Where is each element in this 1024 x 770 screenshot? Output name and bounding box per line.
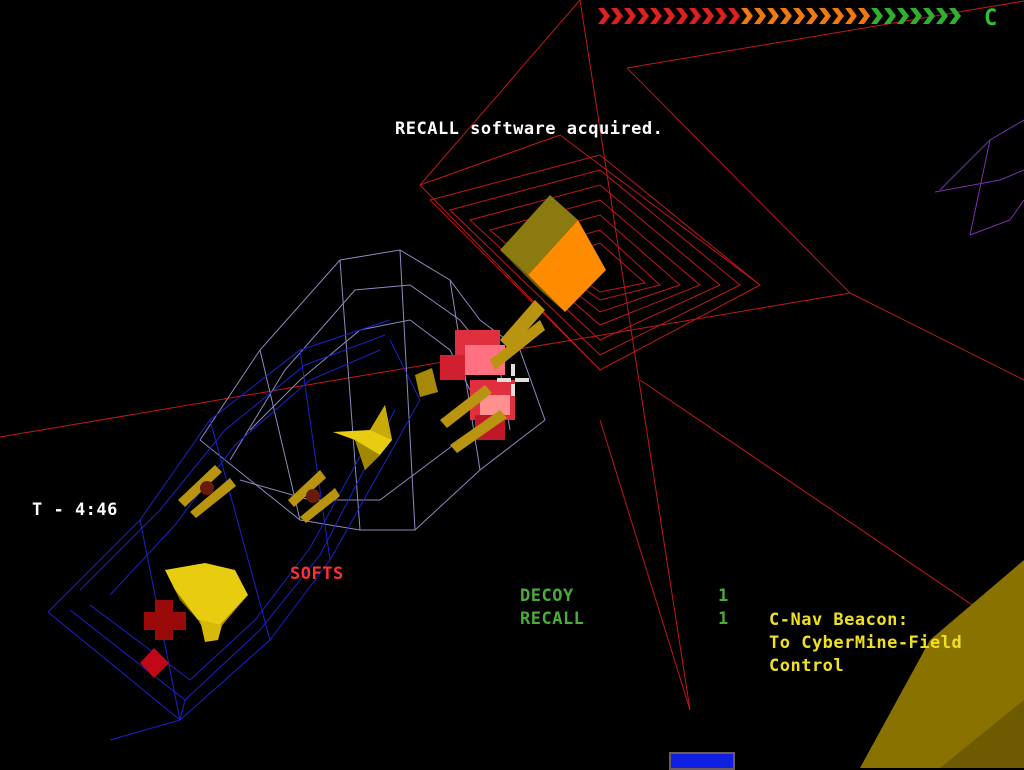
gold-spike-mine bbox=[333, 405, 392, 470]
health-chevron-segment bbox=[806, 8, 818, 24]
health-chevron-segment bbox=[793, 8, 805, 24]
nav-beacon-info: C-Nav Beacon: To CyberMine-Field Control bbox=[769, 609, 962, 678]
compass-bar bbox=[669, 752, 735, 770]
orange-data-cube bbox=[500, 195, 606, 312]
health-chevron-segment bbox=[858, 8, 870, 24]
health-chevron-segment bbox=[611, 8, 623, 24]
health-chevron-segment bbox=[676, 8, 688, 24]
gold-wall-shadow bbox=[940, 700, 1024, 768]
health-chevron-segment bbox=[949, 8, 961, 24]
health-chevron-segment bbox=[910, 8, 922, 24]
gold-mine-bars bbox=[415, 300, 545, 453]
health-chevron-segment bbox=[754, 8, 766, 24]
health-chevron-segment bbox=[819, 8, 831, 24]
health-chevron-segment bbox=[780, 8, 792, 24]
red-cross-pickup bbox=[144, 600, 186, 640]
health-chevron-segment bbox=[598, 8, 610, 24]
inventory-item[interactable]: RECALL 1 bbox=[520, 609, 740, 632]
countdown-timer: T - 4:46 bbox=[32, 500, 118, 520]
beacon-line: C-Nav Beacon: bbox=[769, 610, 909, 630]
crosshair-icon bbox=[497, 364, 529, 396]
health-chevron-segment bbox=[650, 8, 662, 24]
inventory-item[interactable]: DECOY 1 bbox=[520, 586, 740, 609]
inventory-item-count: 1 bbox=[718, 609, 729, 629]
health-chevron-segment bbox=[715, 8, 727, 24]
health-chevron-segment bbox=[767, 8, 779, 24]
gold-pyramid-node bbox=[165, 563, 248, 642]
health-chevron-segment bbox=[923, 8, 935, 24]
health-chevron-segment bbox=[689, 8, 701, 24]
beacon-line: To CyberMine-Field bbox=[769, 633, 963, 653]
health-chevron-segment bbox=[832, 8, 844, 24]
health-chevron-segment bbox=[845, 8, 857, 24]
gold-paddle-mines bbox=[178, 465, 340, 523]
gold-wall-segment bbox=[860, 560, 1024, 768]
health-chevron-segment bbox=[624, 8, 636, 24]
red-diamond-pickup bbox=[140, 648, 169, 678]
health-chevron-segment bbox=[728, 8, 740, 24]
mode-indicator: C bbox=[984, 6, 998, 31]
beacon-line: Control bbox=[769, 656, 845, 676]
inventory-item-name: RECALL bbox=[520, 609, 585, 629]
health-chevron-segment bbox=[871, 8, 883, 24]
health-chevron-segment bbox=[936, 8, 948, 24]
health-chevron-segment bbox=[702, 8, 714, 24]
status-message: RECALL software acquired. bbox=[395, 119, 664, 139]
inventory-item-name: DECOY bbox=[520, 586, 574, 606]
integrity-chevron-bar bbox=[598, 8, 961, 24]
inventory-item-count: 1 bbox=[718, 586, 729, 606]
softs-label: SOFTS bbox=[290, 564, 344, 584]
distant-node-wireframe bbox=[934, 119, 1024, 236]
health-chevron-segment bbox=[884, 8, 896, 24]
health-chevron-segment bbox=[663, 8, 675, 24]
health-chevron-segment bbox=[897, 8, 909, 24]
health-chevron-segment bbox=[741, 8, 753, 24]
health-chevron-segment bbox=[637, 8, 649, 24]
software-inventory: DECOY 1 RECALL 1 bbox=[520, 586, 740, 632]
